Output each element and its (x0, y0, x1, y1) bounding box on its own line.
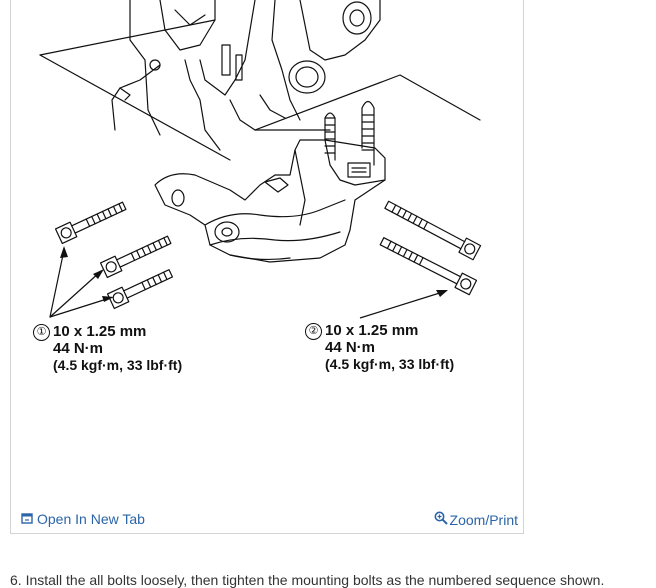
callout-left-size: 10 x 1.25 mm (53, 323, 147, 340)
magnifier-icon (434, 511, 448, 528)
zoom-print-link[interactable]: Zoom/Print (434, 511, 518, 528)
open-in-new-tab-link[interactable]: Open In New Tab (21, 511, 145, 527)
callout-left-torque-alt: (4.5 kgf·m, 33 lbf·ft) (53, 357, 183, 373)
open-in-new-tab-label: Open In New Tab (37, 511, 145, 527)
instruction-step-text: 6. Install the all bolts loosely, then t… (10, 572, 605, 588)
callout-left-torque-nm: 44 N·m (53, 340, 104, 357)
open-tab-icon (21, 511, 33, 527)
callout-right-size: 10 x 1.25 mm (325, 322, 419, 339)
zoom-print-label: Zoom/Print (449, 511, 518, 528)
callout-right-torque-nm: 44 N·m (325, 339, 376, 356)
callout-right-number: ② (305, 323, 322, 340)
callout-right-torque-alt: (4.5 kgf·m, 33 lbf·ft) (325, 356, 455, 372)
engine-mount-diagram (39, 0, 482, 319)
figure-panel (10, 0, 524, 534)
figure-footer: Open In New Tab Zoom/Print (10, 505, 524, 531)
callout-left-number: ① (33, 324, 50, 341)
